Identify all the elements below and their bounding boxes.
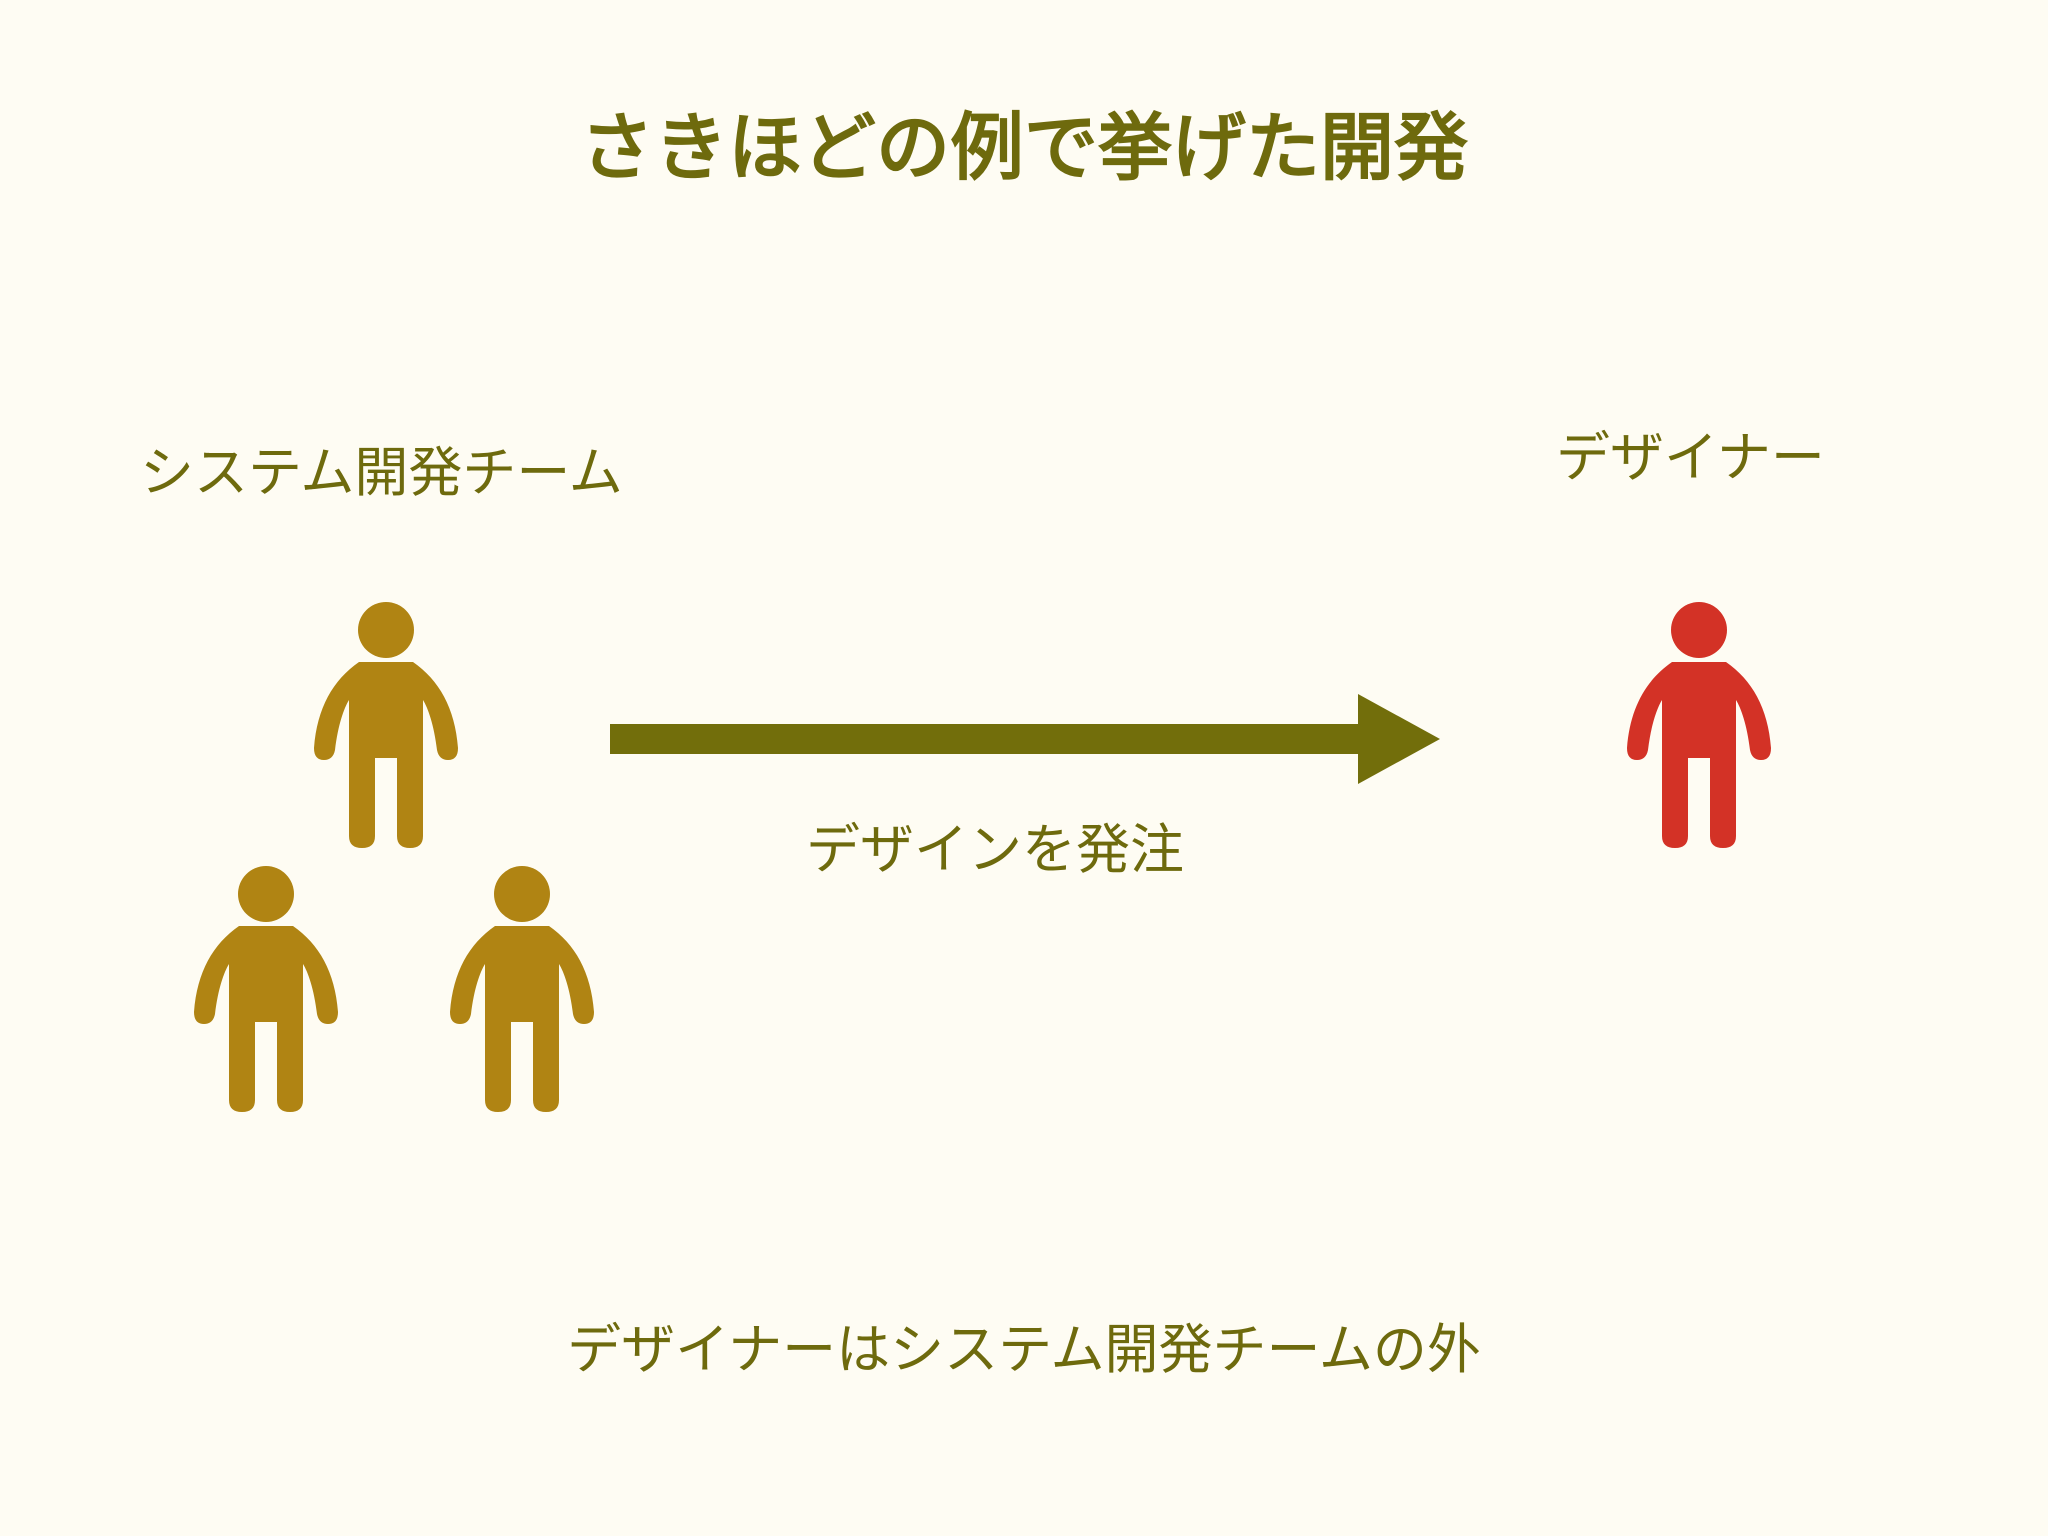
slide-title: さきほどの例で挙げた開発 [580,105,1468,191]
caption: デザイナーはシステム開発チームの外 [567,1318,1481,1381]
team-label: システム開発チーム [140,441,623,504]
designer-person-icon [1626,600,1772,850]
arrow-label: デザインを発注 [806,818,1184,881]
team-member-person-icon [193,864,339,1114]
arrow-shaft [610,724,1362,754]
order-arrow [610,694,1440,784]
arrow-head [1358,694,1440,784]
designer-label: デザイナー [1556,426,1825,489]
team-member-person-icon [313,600,459,850]
team-member-person-icon [449,864,595,1114]
